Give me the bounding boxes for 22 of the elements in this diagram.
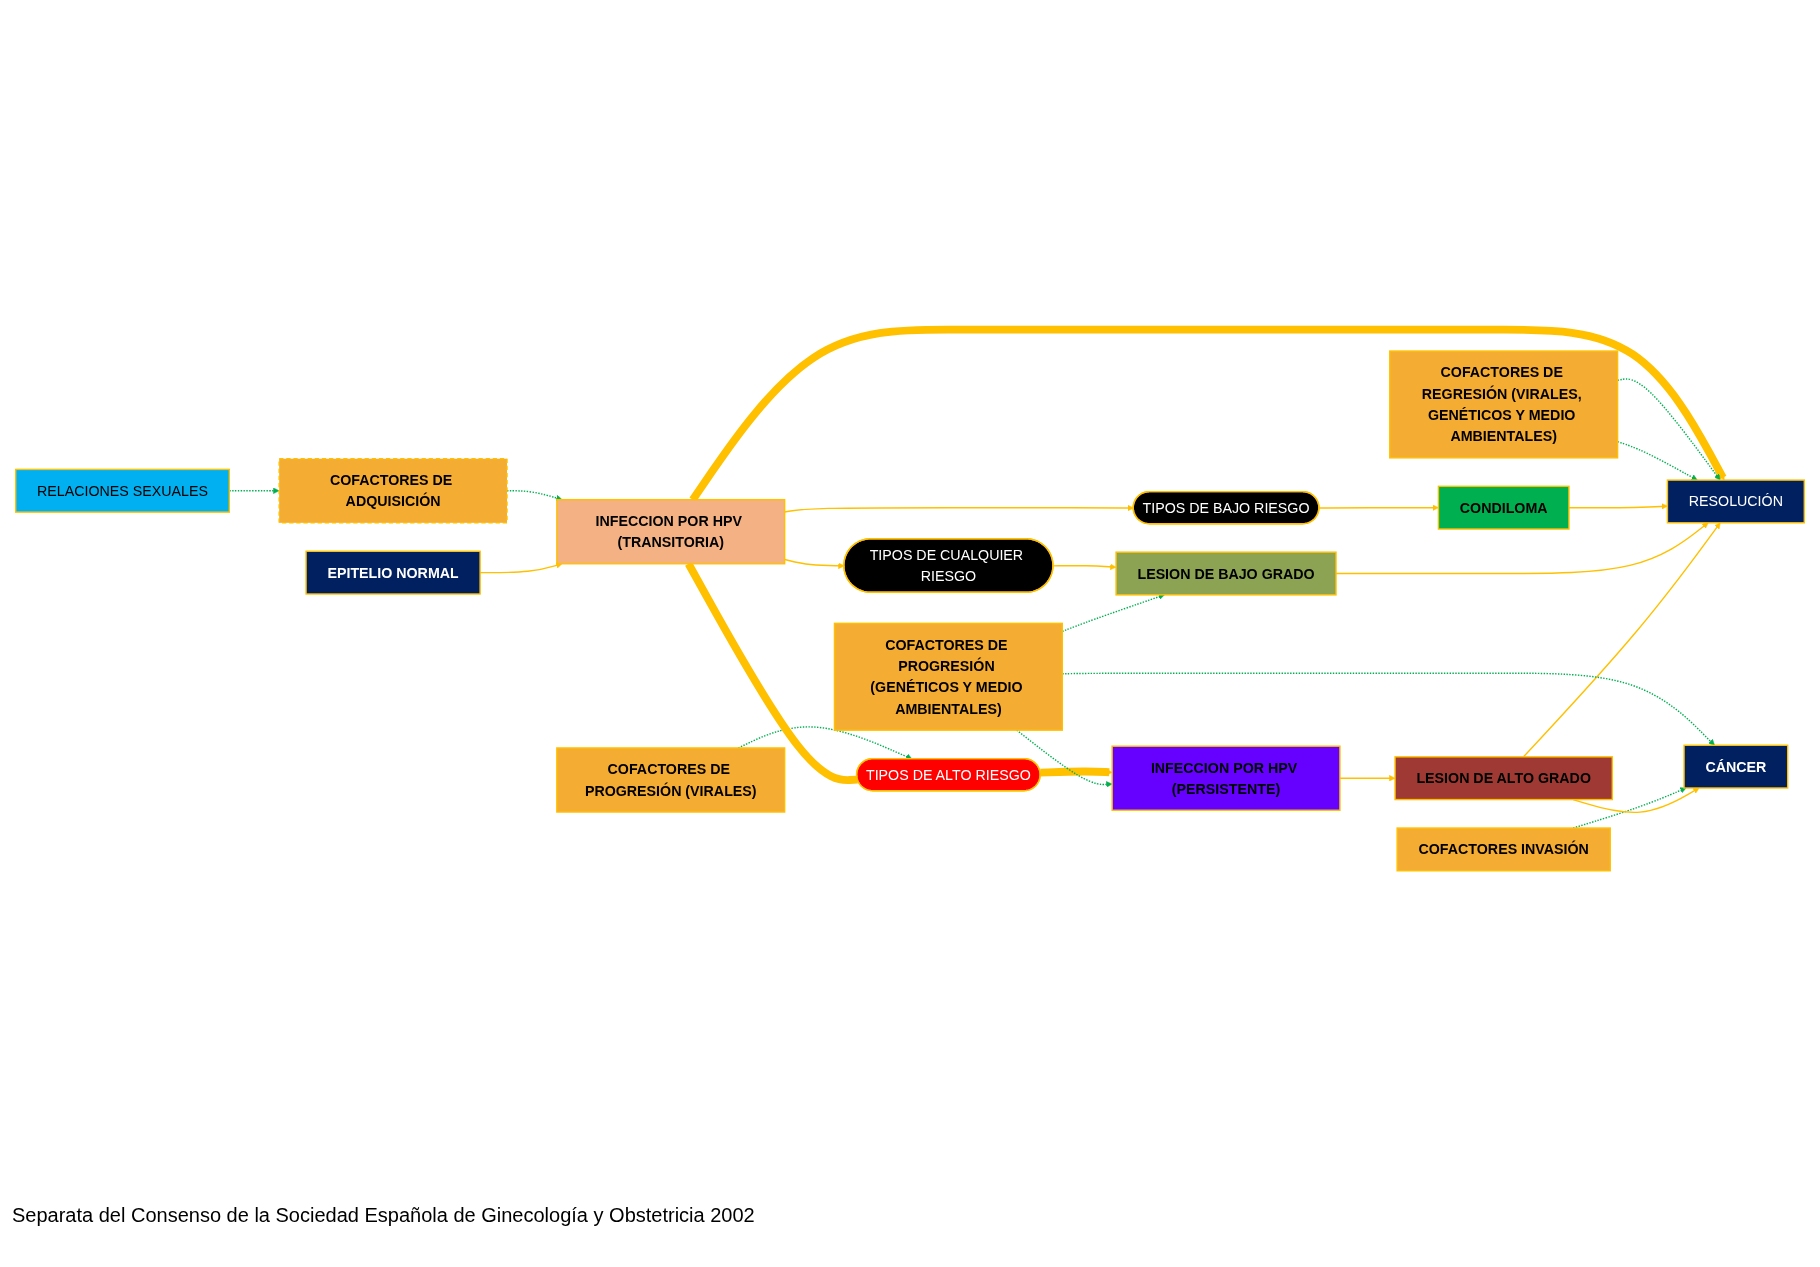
node-box: COFACTORES DE PROGRESIÓN (VIRALES) <box>556 747 786 813</box>
node-box: LESION DE BAJO GRADO <box>1115 551 1337 596</box>
node-box: RESOLUCIÓN <box>1666 479 1805 524</box>
node-box: COFACTORES INVASIÓN <box>1396 827 1611 872</box>
node-box: RELACIONES SEXUALES <box>15 468 231 513</box>
node-box: COFACTORES DE ADQUISICIÓN <box>278 457 508 524</box>
arrow <box>1572 787 1700 813</box>
arrow <box>1318 504 1439 511</box>
node-box: EPITELIO NORMAL <box>305 550 481 595</box>
node-box: CÁNCER <box>1683 744 1789 789</box>
node-box: INFECCION POR HPV (PERSISTENTE) <box>1111 745 1341 811</box>
caption: Separata del Consenso de la Sociedad Española de Ginecología y Obstetricia 2002 <box>11 1203 756 1228</box>
node-box: COFACTORES DE REGRESIÓN (VIRALES, GENÉTICOS Y MEDIO AMBIENTALES) <box>1389 350 1619 459</box>
node-box: CONDILOMA <box>1437 485 1570 530</box>
node-box: LESION DE ALTO GRADO <box>1394 755 1614 801</box>
arrow <box>1040 767 1113 777</box>
arrow <box>1568 503 1668 510</box>
arrow <box>1522 522 1721 758</box>
node-box: INFECCION POR HPV (TRANSITORIA) <box>556 498 786 565</box>
arrow <box>1339 774 1396 782</box>
node-box: COFACTORES DE PROGRESIÓN (GENÉTICOS Y MEDIO AMBIENTALES) <box>833 622 1063 731</box>
arrow <box>1052 563 1117 570</box>
